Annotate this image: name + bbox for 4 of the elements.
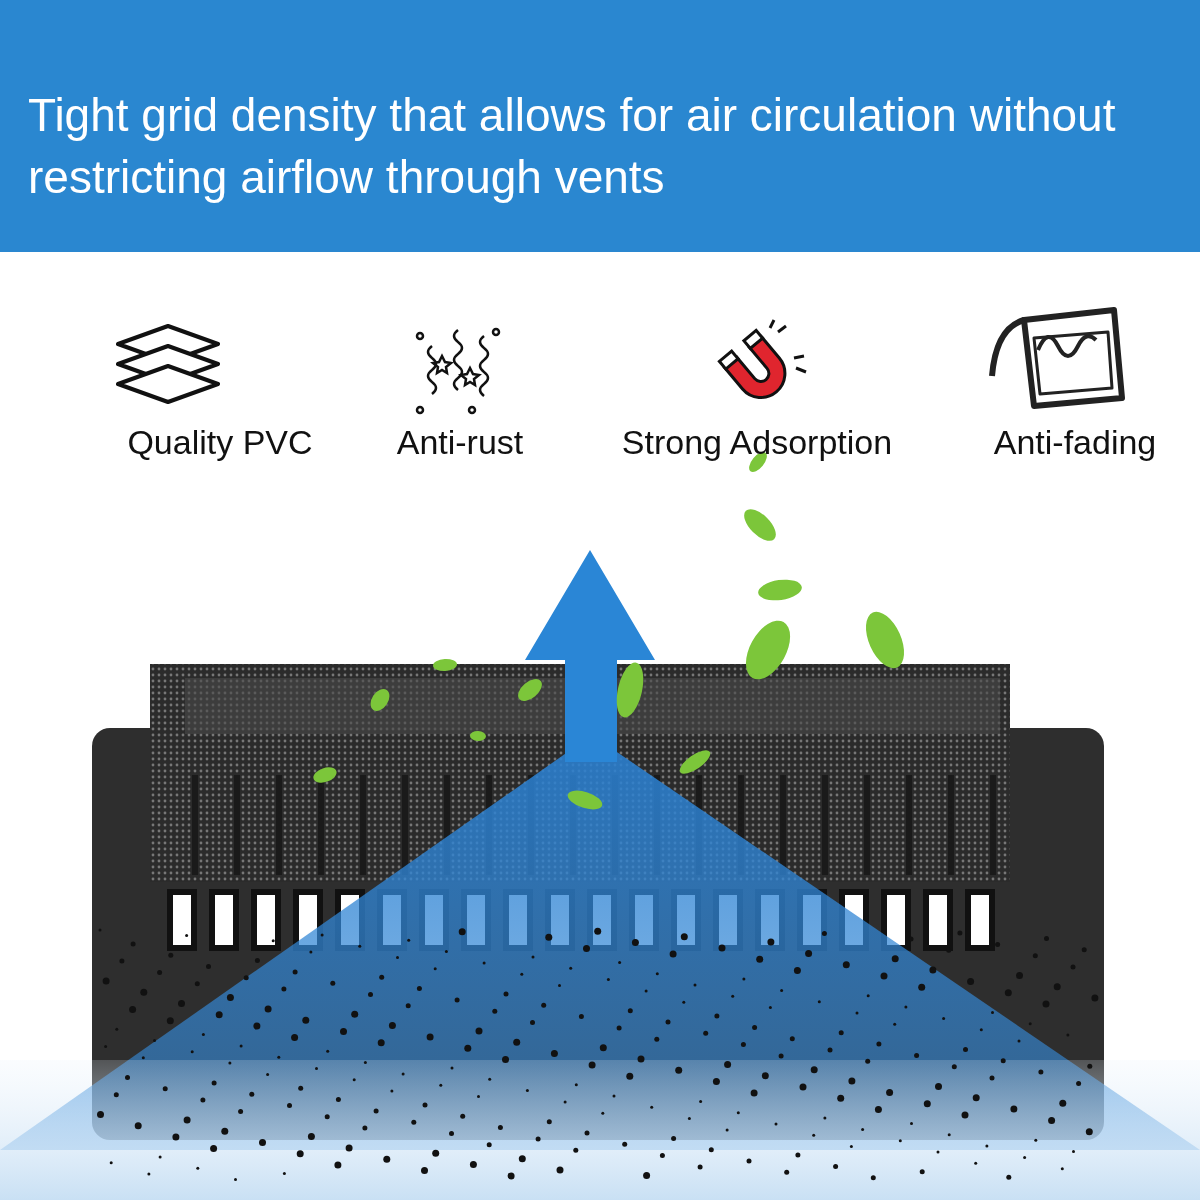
feature-label: Anti-fading	[992, 422, 1158, 463]
feature-label: Quality PVC	[126, 422, 314, 463]
feature-label: Strong Adsorption	[620, 422, 894, 463]
title: Tight grid density that allows for air circulation without restricting airflow through vents	[28, 88, 1117, 205]
